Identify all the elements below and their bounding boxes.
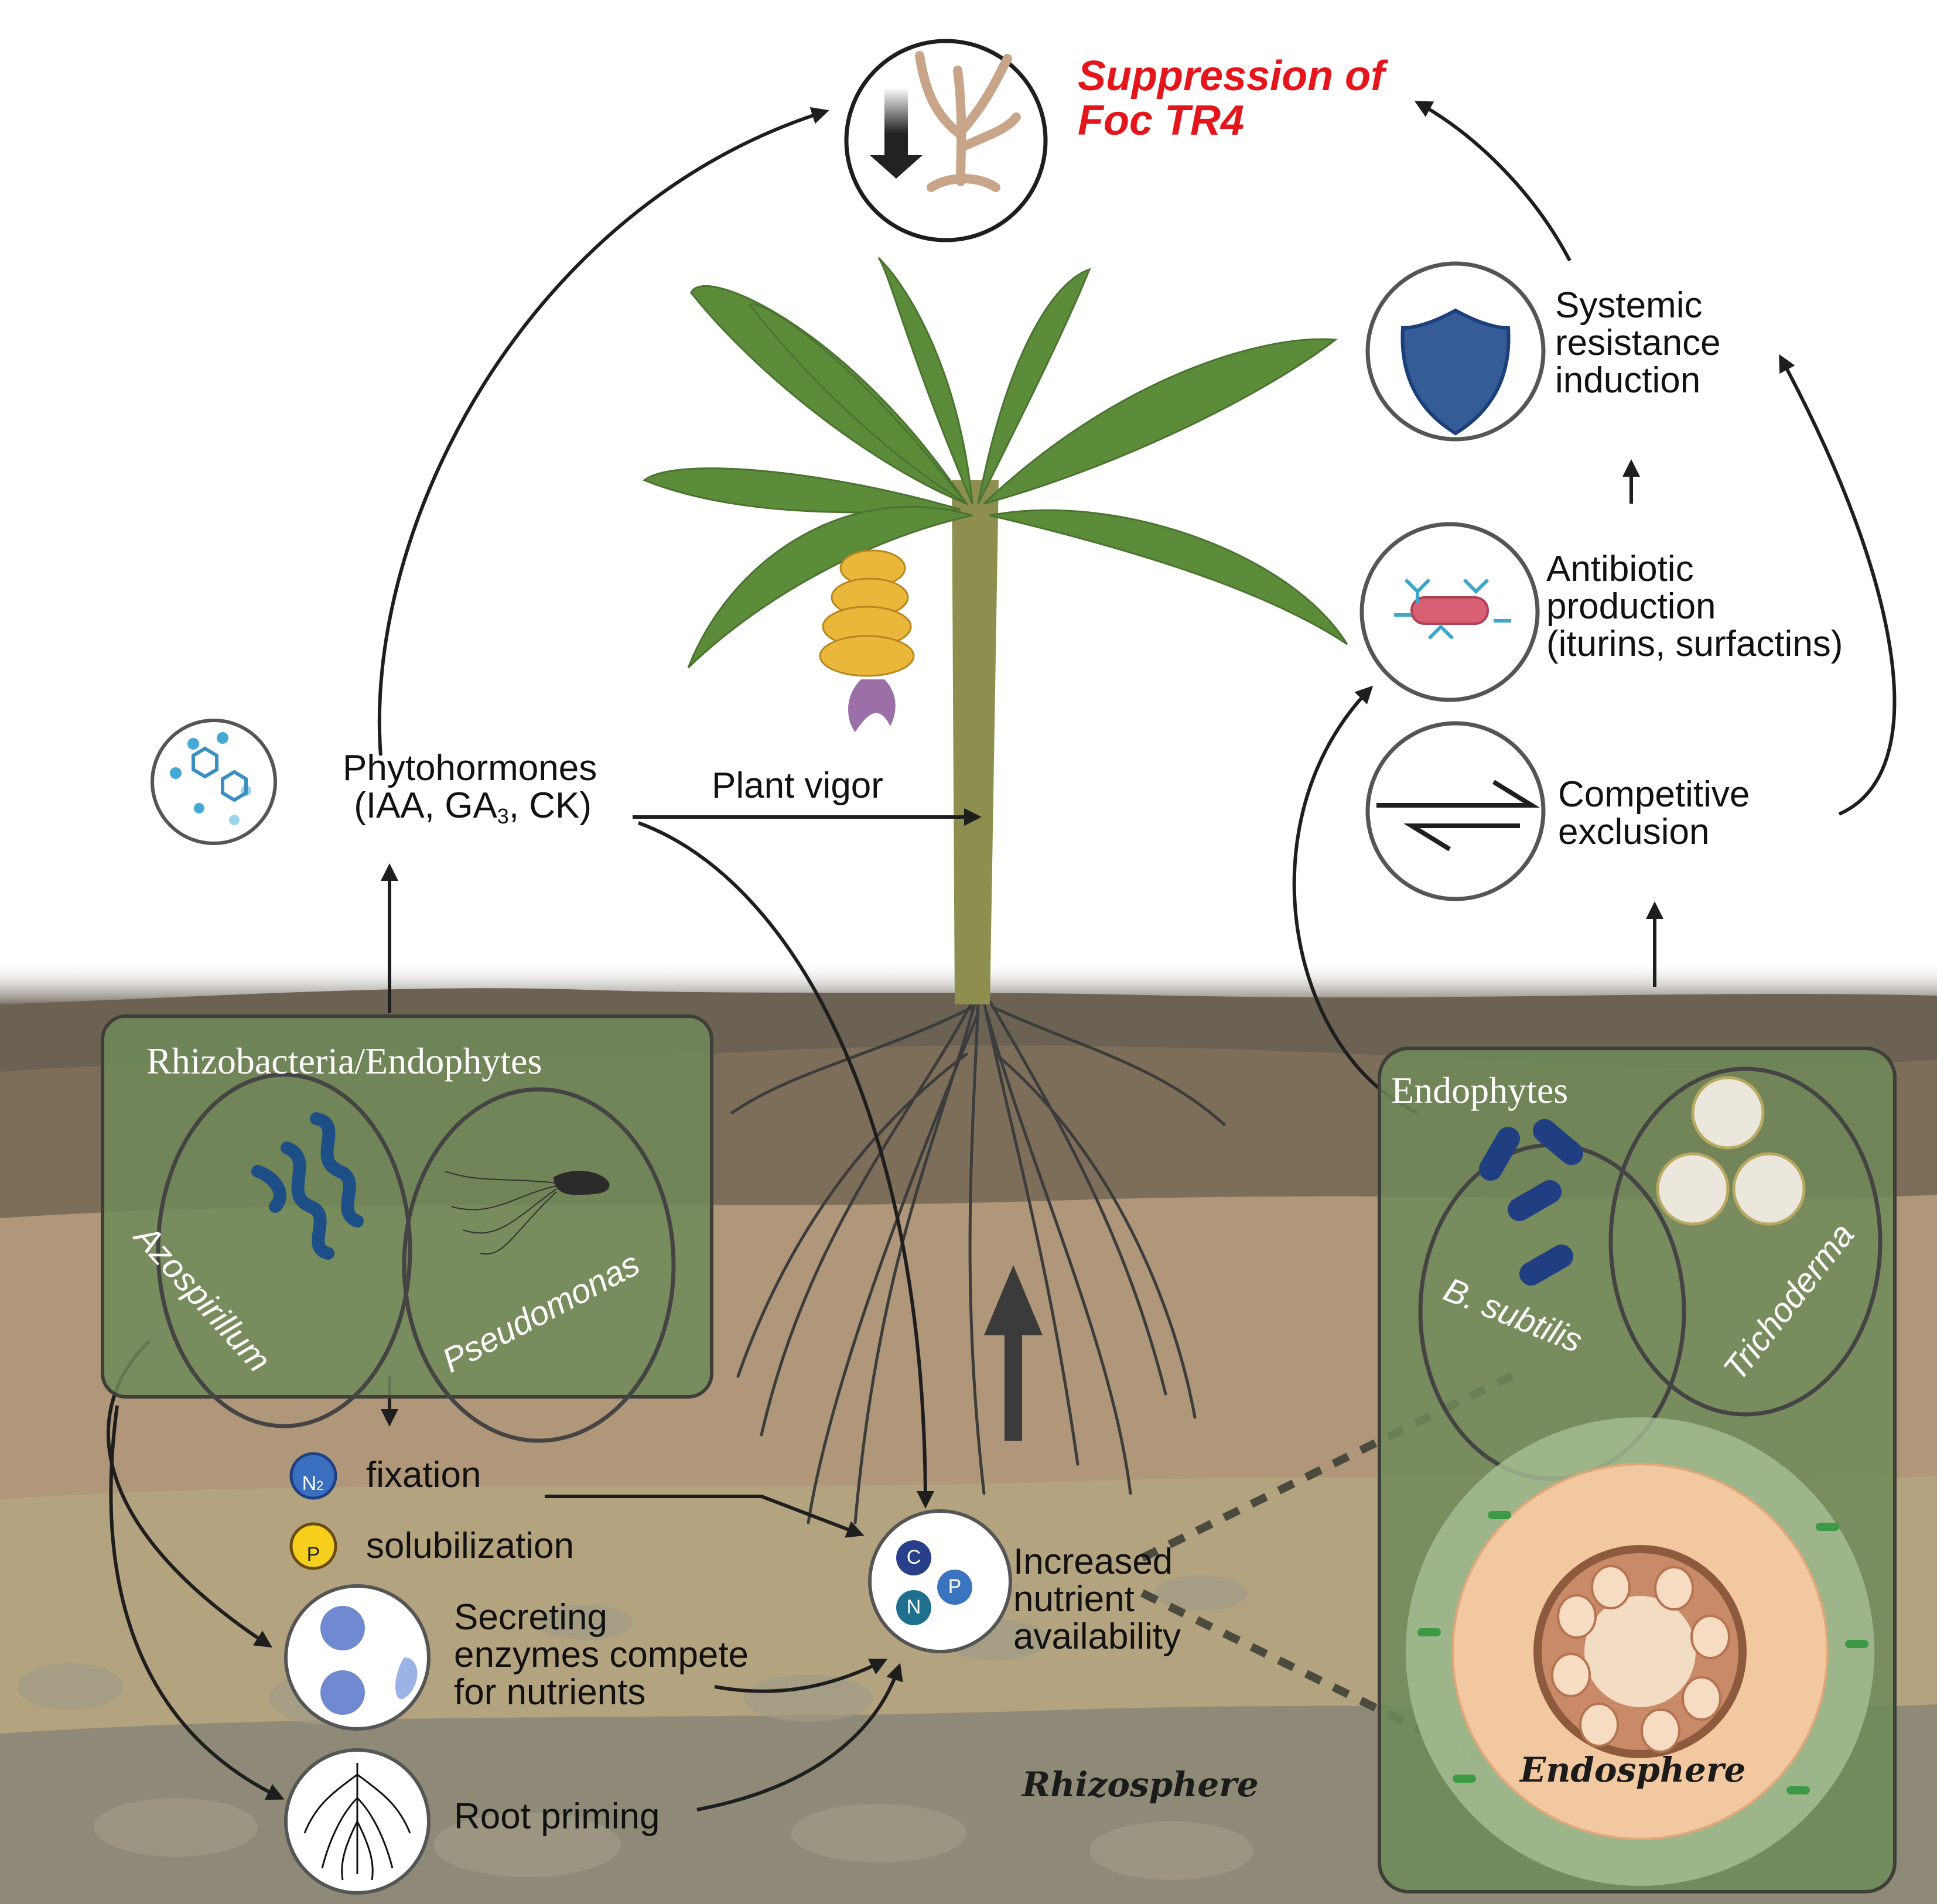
p-solubilization-item: P solubilization [293, 1526, 574, 1566]
rhizosphere-label: Rhizosphere [1022, 1765, 1259, 1804]
outcome-title: Suppression of Foc TR4 [1078, 54, 1385, 143]
phyto-subscript: 3 [497, 804, 509, 828]
antibiotic-production-label: Antibiotic production (iturins, surfacti… [1546, 551, 1843, 663]
plant-vigor-label: Plant vigor [712, 765, 883, 806]
banana-flower [848, 679, 896, 732]
fungal-hypha-down-icon [870, 51, 1021, 192]
shield-icon [1400, 308, 1511, 436]
molecules-icon [170, 732, 251, 825]
phytohormones-line-2: (IAA, GA3, CK) [349, 787, 597, 835]
flow-arrows [107, 101, 1897, 1811]
antibiotic-line-1: Antibiotic [1546, 549, 1694, 589]
nutrient-line-3: availability [1013, 1616, 1181, 1657]
systemic-resistance-label: Systemic resistance induction [1555, 287, 1721, 399]
nitrogen-node-label: N [906, 1596, 921, 1618]
systemic-line-3: induction [1555, 360, 1701, 401]
rhizobacteria-box [101, 1014, 713, 1443]
carbon-node-icon [896, 1540, 931, 1575]
equilibrium-arrows-icon [1376, 780, 1540, 852]
banana-bunch [819, 549, 915, 677]
upward-growth-arrow [984, 1265, 1043, 1441]
carbon-node-label: C [906, 1546, 921, 1568]
enzymes-line-1: Secreting [454, 1597, 607, 1638]
competitive-line-2: exclusion [1558, 812, 1710, 852]
enzyme-icon [320, 1606, 418, 1715]
systemic-line-1: Systemic [1555, 285, 1703, 326]
phosphorus-badge-icon [289, 1522, 337, 1570]
dashed-zoom-line [1140, 1366, 1525, 1773]
right-mechanism-icons [844, 39, 1546, 901]
phosphorus-node-label: P [948, 1575, 962, 1598]
phytohormones-line-1: Phytohormones [343, 748, 597, 788]
p-badge-letter: P [306, 1543, 320, 1565]
enzymes-line-3: for nutrients [454, 1672, 646, 1712]
nutrient-line-1: Increased [1013, 1541, 1173, 1582]
endosphere-label: Endosphere [1520, 1750, 1746, 1790]
trichoderma-icon [1656, 1076, 1806, 1226]
right-box-title: Endophytes [1391, 1069, 1569, 1111]
antibiotic-line-2: production [1546, 586, 1716, 627]
phosphorus-node-icon [937, 1570, 972, 1605]
phyto-prefix: (IAA, GA [354, 785, 497, 826]
competitive-line-1: Competitive [1558, 774, 1750, 815]
n2-fixation-item: N2 fixation [293, 1455, 481, 1495]
left-mechanism-icons [151, 719, 1012, 1895]
n2-badge-letter: N [302, 1472, 317, 1495]
outcome-line-2: Foc TR4 [1078, 97, 1245, 144]
antibody-bacterium-icon [1394, 578, 1511, 640]
phytohormones-label: Phytohormones (IAA, GA3, CK) [343, 750, 597, 835]
root-priming-label: Root priming [454, 1796, 660, 1837]
phyto-suffix: , CK) [508, 785, 592, 826]
p-solubilization-label: solubilization [366, 1526, 574, 1566]
n2-badge-text: N2 [301, 1465, 324, 1505]
root-icon [303, 1763, 411, 1881]
nitrogen-node-icon [896, 1590, 931, 1625]
root-cross-section-icon [1406, 1417, 1874, 1886]
pseudomonas-icon [445, 1171, 610, 1255]
endophytes-box [1378, 1047, 1897, 1893]
systemic-line-2: resistance [1555, 323, 1721, 363]
outcome-line-1: Suppression of [1078, 53, 1385, 100]
n2-badge-sub: 2 [316, 1478, 324, 1493]
n2-fixation-label: fixation [366, 1455, 481, 1495]
competitive-exclusion-label: Competitive exclusion [1558, 776, 1750, 851]
bacillus-subtilis-icon [1479, 1119, 1583, 1286]
n2-badge-icon [289, 1452, 337, 1500]
left-box-title: Rhizobacteria/Endophytes [146, 1040, 542, 1082]
secreting-enzymes-label: Secreting enzymes compete for nutrients [454, 1599, 749, 1711]
azospirillum-icon [251, 1112, 364, 1260]
enzymes-line-2: enzymes compete [454, 1635, 749, 1675]
pseudostem [952, 480, 999, 1004]
nutrient-availability-label: Increased nutrient availability [1013, 1543, 1181, 1656]
banana-plant [643, 257, 1348, 1524]
nutrient-line-2: nutrient [1013, 1579, 1135, 1619]
roots [730, 1000, 1226, 1524]
leaves [643, 257, 1348, 669]
antibiotic-line-3: (iturins, surfactins) [1546, 624, 1843, 664]
